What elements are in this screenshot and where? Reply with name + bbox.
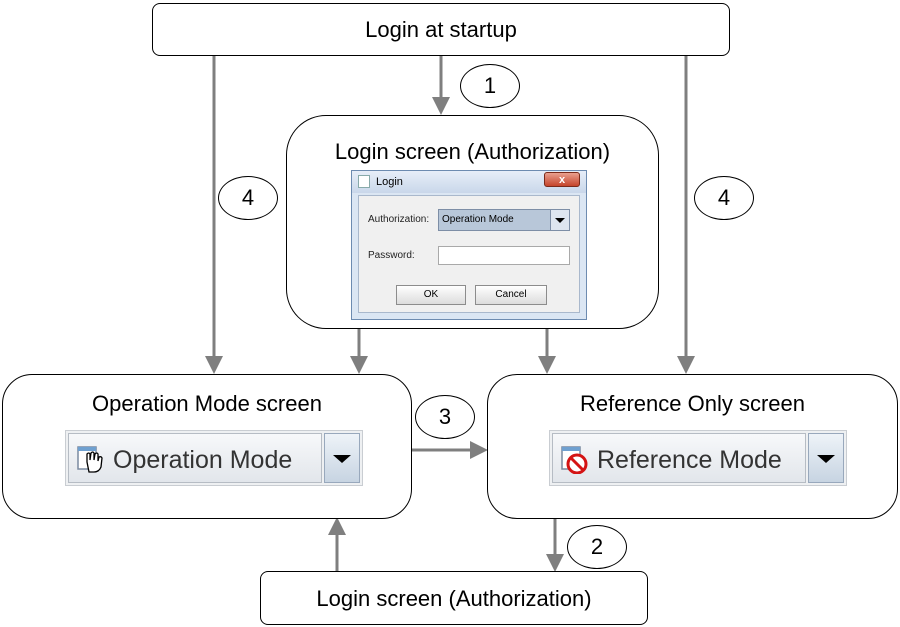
chevron-down-icon[interactable] [550, 210, 569, 230]
close-button[interactable]: x [544, 172, 580, 187]
combo-label: Reference Mode [597, 446, 782, 474]
cancel-button[interactable]: Cancel [475, 285, 547, 305]
step-4-right: 4 [694, 176, 754, 220]
dialog-body: Authorization: Operation Mode Password: … [358, 195, 580, 313]
password-label: Password: [368, 250, 415, 261]
step-2: 2 [567, 525, 627, 569]
box-title: Login at startup [365, 17, 517, 42]
ok-button[interactable]: OK [396, 285, 466, 305]
step-4-left: 4 [218, 176, 278, 220]
authorization-select[interactable]: Operation Mode [438, 209, 570, 231]
no-entry-icon [561, 446, 588, 474]
authorization-value: Operation Mode [442, 214, 514, 225]
chevron-down-icon[interactable] [808, 433, 844, 483]
login-at-startup-box: Login at startup [152, 3, 730, 56]
chevron-down-icon[interactable] [324, 433, 360, 483]
bottom-login-screen-box: Login screen (Authorization) [260, 571, 648, 625]
step-1: 1 [460, 64, 520, 108]
box-title: Reference Only screen [580, 391, 805, 416]
operation-mode-combo[interactable]: Operation Mode [65, 430, 363, 486]
reference-mode-combo[interactable]: Reference Mode [549, 430, 847, 486]
box-title: Login screen (Authorization) [316, 586, 592, 611]
hand-icon [77, 446, 103, 473]
dialog-titlebar: Login x [352, 171, 586, 193]
login-dialog: Login x Authorization: Operation Mode Pa… [351, 170, 587, 320]
combo-label: Operation Mode [113, 446, 293, 474]
java-icon [358, 175, 370, 188]
combo-field: Operation Mode [68, 433, 322, 483]
box-title: Login screen (Authorization) [334, 139, 611, 164]
box-title: Operation Mode screen [92, 391, 322, 416]
authorization-label: Authorization: [368, 214, 430, 225]
password-field[interactable] [438, 246, 570, 265]
step-3: 3 [415, 395, 475, 439]
dialog-title: Login [376, 176, 403, 188]
combo-field: Reference Mode [552, 433, 806, 483]
